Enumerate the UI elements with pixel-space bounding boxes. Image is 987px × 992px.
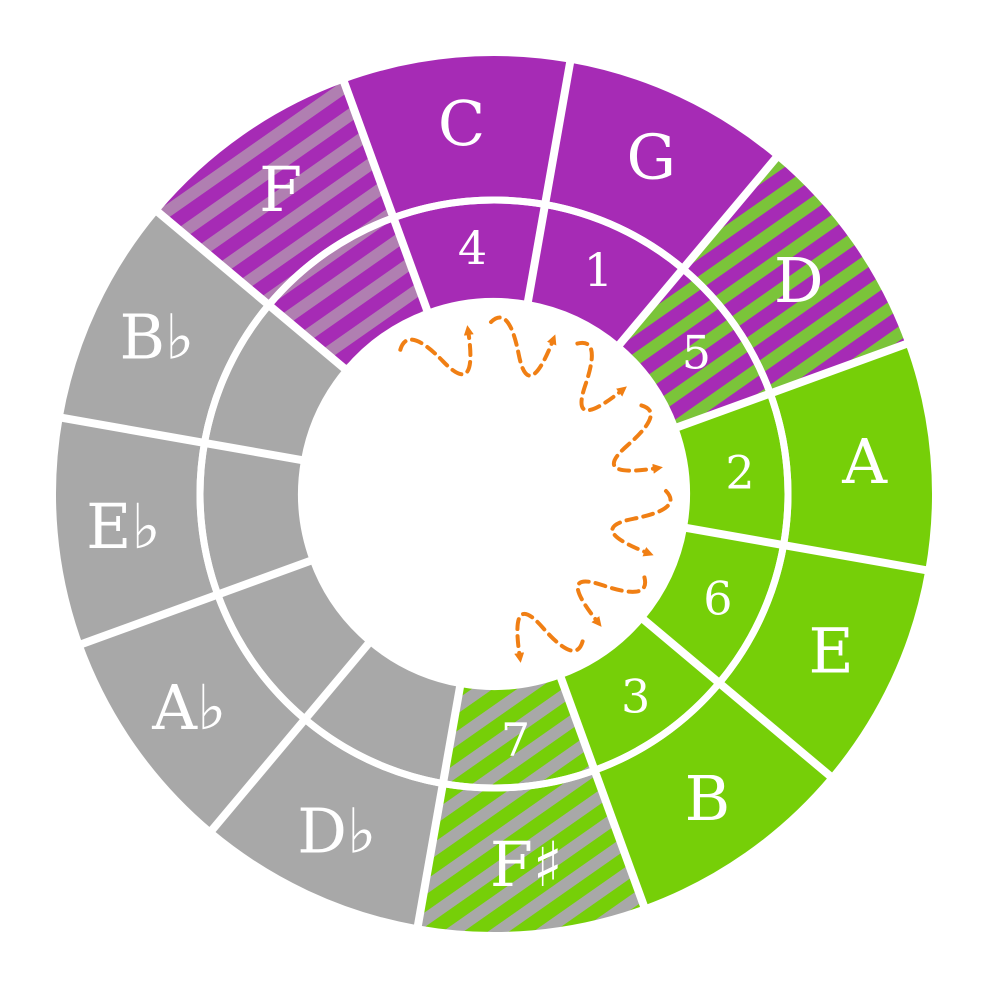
progression-arrow-6	[610, 488, 673, 557]
segment-separator-line	[615, 154, 780, 348]
degree-segment-e-flat	[203, 443, 310, 594]
degree-segment-f	[271, 221, 427, 369]
segment-separator-line	[523, 59, 575, 304]
segment-separator-line	[208, 640, 373, 834]
note-segment-f	[158, 82, 393, 303]
degree-segment-b	[561, 619, 717, 767]
degree-segment-d-flat	[307, 644, 460, 781]
progression-arrow-1	[488, 315, 557, 378]
progression-arrow-7	[514, 612, 585, 663]
degree-label-3: 3	[621, 669, 650, 723]
segment-separator-line	[154, 208, 348, 373]
segment-separators	[59, 59, 929, 929]
segment-separator-line	[640, 615, 834, 780]
degree-label-2: 2	[725, 445, 754, 499]
segment-separator-line	[556, 674, 649, 909]
segment-separator-line	[59, 413, 304, 465]
note-segment-b	[595, 685, 830, 906]
progression-arrow-2	[612, 403, 663, 474]
degree-segment-g	[528, 207, 681, 344]
note-segment-a	[773, 344, 932, 571]
note-segment-e	[721, 545, 926, 776]
note-label-d-flat: D♭	[297, 795, 376, 868]
note-segment-f-sharp	[417, 773, 644, 932]
note-segment-d	[685, 158, 906, 393]
degree-label-1: 1	[584, 243, 613, 297]
outer-note-ring	[55, 56, 932, 932]
note-label-d: D	[774, 244, 824, 317]
note-label-a: A	[841, 425, 888, 498]
note-label-e-flat: E♭	[86, 490, 161, 563]
inner-degree-ring	[203, 203, 785, 785]
note-segment-a-flat	[82, 595, 303, 830]
segment-separator-line	[413, 684, 465, 929]
note-segment-g	[545, 62, 776, 267]
ring-divider	[196, 196, 792, 792]
note-segment-b-flat	[62, 212, 267, 443]
segment-separator-line	[674, 339, 909, 432]
degree-segment-d	[619, 271, 767, 427]
note-label-e: E	[809, 615, 854, 688]
degree-segment-c	[394, 203, 545, 310]
segment-separator-line	[684, 523, 929, 575]
progression-arrow-3	[575, 575, 648, 627]
note-segment-c	[344, 56, 571, 215]
progression-arrow-5	[575, 340, 627, 413]
note-label-g: G	[626, 120, 676, 193]
degree-segment-b-flat	[207, 307, 344, 460]
progression-arrows	[398, 315, 673, 663]
segment-separator-line	[79, 556, 314, 649]
note-label-f: F	[259, 153, 302, 226]
note-label-b-flat: B♭	[119, 300, 194, 373]
degree-segment-a-flat	[221, 561, 369, 717]
degree-segment-f-sharp	[443, 678, 594, 785]
degree-label-4: 4	[458, 221, 487, 275]
note-label-c: C	[438, 87, 485, 160]
note-label-b: B	[685, 762, 731, 835]
degree-label-6: 6	[703, 571, 732, 625]
degree-segment-e	[644, 528, 781, 681]
progression-arrow-4	[398, 325, 474, 377]
degree-segment-a	[678, 394, 785, 545]
note-segment-e-flat	[55, 417, 215, 644]
degree-label-5: 5	[682, 325, 711, 379]
degree-label-7: 7	[501, 713, 530, 767]
note-label-a-flat: A♭	[151, 671, 226, 744]
note-label-f-sharp: F♯	[490, 828, 563, 901]
note-segment-d-flat	[212, 721, 443, 926]
segment-separator-line	[339, 79, 432, 314]
